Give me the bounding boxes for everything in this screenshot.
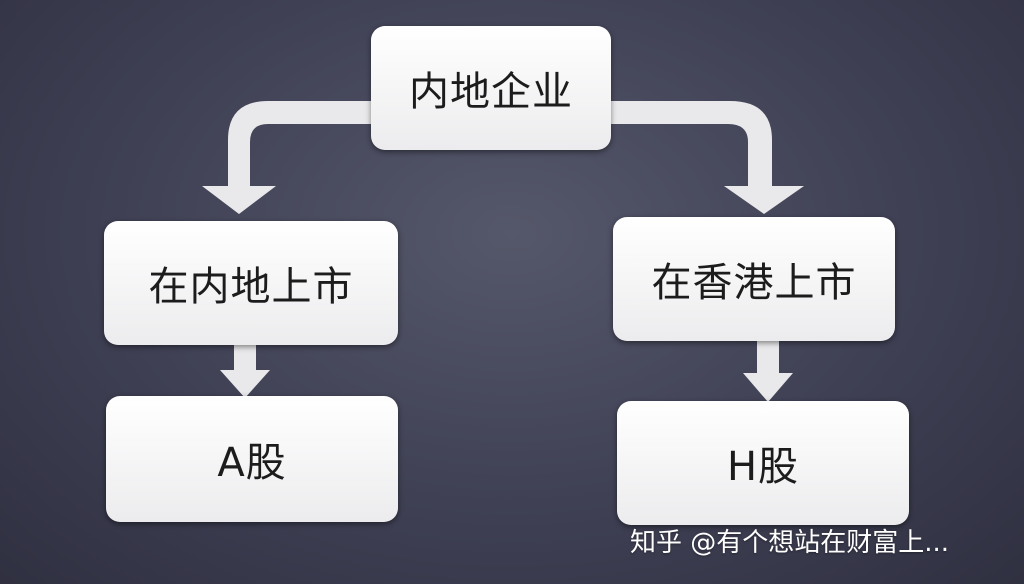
- node-h-share: H股: [617, 401, 909, 525]
- node-label: 内地企业: [409, 69, 573, 115]
- edge-root-to-hk: [610, 101, 804, 214]
- node-label: H股: [726, 444, 800, 490]
- zhihu-watermark: 知乎 @有个想站在财富上...: [630, 528, 950, 558]
- edge-root-to-mainland: [202, 101, 372, 214]
- node-listed-in-hong-kong: 在香港上市: [613, 217, 895, 341]
- node-a-share: A股: [106, 396, 398, 522]
- node-listed-in-mainland: 在内地上市: [104, 221, 398, 345]
- node-label: 在香港上市: [651, 260, 857, 306]
- edge-hk-to-h-share: [743, 341, 793, 402]
- node-label: A股: [217, 440, 287, 486]
- node-mainland-enterprise: 内地企业: [371, 26, 611, 150]
- edge-mainland-to-a-share: [220, 345, 270, 398]
- node-label: 在内地上市: [148, 264, 354, 310]
